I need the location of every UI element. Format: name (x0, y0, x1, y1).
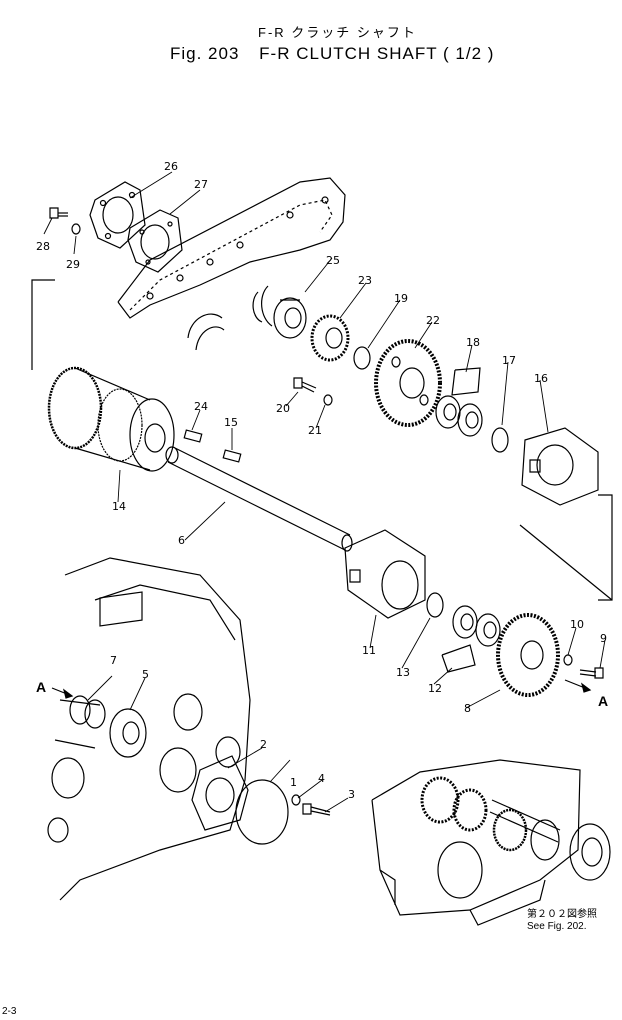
callout-17: 17 (502, 354, 516, 367)
gear-8 (498, 615, 558, 695)
hub-11 (345, 530, 425, 618)
shaft-6 (166, 447, 352, 551)
callout-20: 20 (276, 402, 290, 415)
gasket-2 (192, 756, 248, 830)
callout-24: 24 (194, 400, 208, 413)
callout-8: 8 (464, 702, 471, 715)
callout-numbers: 1 2 3 4 5 6 7 8 9 10 11 12 13 14 15 16 1… (36, 160, 608, 801)
figure-title: Fig. 203 F-R CLUTCH SHAFT ( 1/2 ) (170, 44, 508, 64)
reference-note-english: See Fig. 202. (527, 921, 587, 932)
bracket-12 (442, 645, 475, 672)
callout-7: 7 (110, 654, 117, 667)
callout-23: 23 (358, 274, 372, 287)
transmission-case (48, 558, 250, 900)
view-marker-a-right: A (598, 693, 608, 709)
bolt-28 (50, 208, 68, 218)
bolt-3 (303, 804, 330, 815)
figure-number: Fig. 203 (170, 44, 240, 63)
gear-22 (376, 341, 440, 425)
callout-6: 6 (178, 534, 185, 547)
gear-23 (312, 316, 348, 360)
callout-1: 1 (290, 776, 297, 789)
reference-note: 第２０２図参照 See Fig. 202. (527, 909, 597, 933)
view-marker-a-left: A (36, 679, 46, 695)
clutch-pack-14 (49, 368, 174, 471)
ring-17 (492, 428, 508, 452)
assembly-inset (372, 760, 610, 925)
callout-18: 18 (466, 336, 480, 349)
callout-5: 5 (142, 668, 149, 681)
callout-15: 15 (224, 416, 238, 429)
callout-10: 10 (570, 618, 584, 631)
callout-29: 29 (66, 258, 80, 271)
assembly-bracket-right (598, 495, 612, 600)
callout-27: 27 (194, 178, 208, 191)
washer-10 (564, 655, 572, 665)
callout-14: 14 (112, 500, 126, 513)
cover-1 (236, 780, 288, 844)
case-cover-outline (118, 178, 345, 350)
callout-25: 25 (326, 254, 340, 267)
leader-lines (44, 172, 605, 812)
callout-19: 19 (394, 292, 408, 305)
washer-21 (324, 395, 332, 405)
key-15 (223, 450, 241, 462)
hub-16 (522, 428, 598, 505)
assembly-bracket-left (32, 280, 55, 370)
bearing-5 (110, 709, 146, 757)
page-marker: 2-3 (2, 1006, 17, 1017)
callout-12: 12 (428, 682, 442, 695)
bearing-pair-18 (436, 396, 482, 436)
title-japanese: F-R クラッチ シャフト (258, 25, 417, 40)
connector-line (520, 525, 612, 600)
callout-13: 13 (396, 666, 410, 679)
bolt-20 (294, 378, 316, 392)
snap-ring-25 (253, 286, 272, 326)
callout-3: 3 (348, 788, 355, 801)
washer-29 (72, 224, 80, 234)
sleeve-7 (70, 696, 105, 728)
gasket-27 (128, 210, 182, 272)
bracket-18 (452, 368, 480, 395)
cover-plate-26 (90, 182, 145, 248)
callout-11: 11 (362, 644, 376, 657)
reference-note-japanese: 第２０２図参照 (527, 909, 597, 920)
key-24 (184, 430, 202, 442)
callout-4: 4 (318, 772, 325, 785)
callout-28: 28 (36, 240, 50, 253)
callout-22: 22 (426, 314, 440, 327)
view-arrow-left (52, 688, 72, 698)
callout-21: 21 (308, 424, 322, 437)
callout-26: 26 (164, 160, 178, 173)
washer-4 (292, 795, 300, 805)
bearing-pair-12 (453, 606, 500, 646)
figure-name: F-R CLUTCH SHAFT ( 1/2 ) (259, 44, 495, 63)
callout-2: 2 (260, 738, 267, 751)
ring-19 (354, 347, 370, 369)
bearing-left (274, 298, 306, 338)
bolt-9 (580, 668, 603, 678)
callout-9: 9 (600, 632, 607, 645)
view-arrow-right (565, 680, 590, 692)
callout-16: 16 (534, 372, 548, 385)
ring-13 (427, 593, 443, 617)
